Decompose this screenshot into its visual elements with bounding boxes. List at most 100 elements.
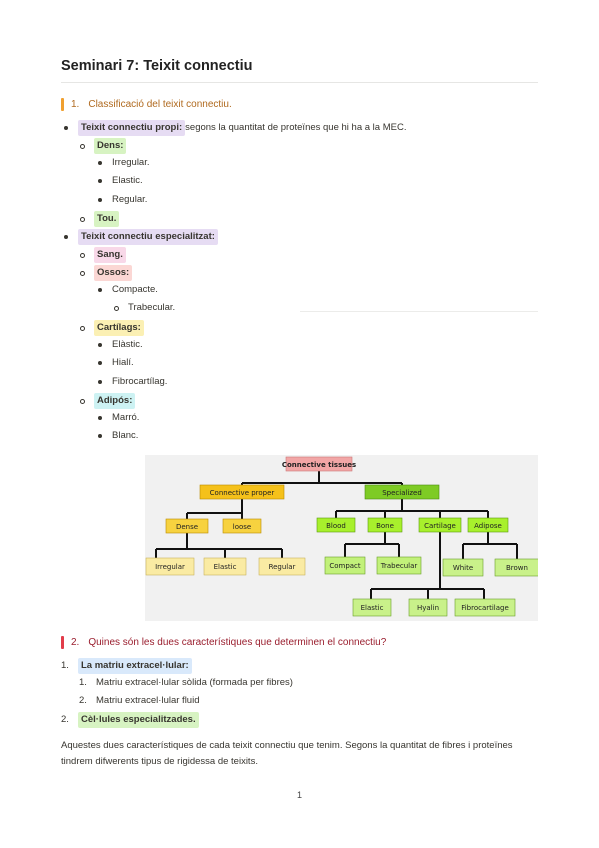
diagram-label-compact: Compact [329, 562, 361, 570]
diagram-node-white [442, 558, 484, 577]
diagram-node-proper [199, 484, 285, 500]
item-text: Irregular. [112, 157, 150, 168]
item-text: Elastic. [112, 175, 143, 186]
diagram-label-regular: Regular [269, 563, 296, 571]
diagram-node-cartilage [418, 517, 462, 533]
item-number: 2. [61, 714, 69, 725]
diagram-node-dense [165, 518, 209, 534]
bullet-icon [98, 343, 102, 347]
diagram-label-fibrocartilage: Fibrocartilage [461, 604, 509, 612]
diagram-node-brown [494, 558, 538, 577]
highlight-term: La matriu extracel·lular: [78, 658, 192, 674]
list-item: Sang. [80, 247, 126, 263]
list-item: Hialí. [98, 356, 134, 370]
item-text: Regular. [112, 194, 148, 205]
highlight-term: Dens: [94, 138, 127, 154]
heading-number: 1. [71, 99, 80, 110]
diagram-label-cartilage-elastic: Elastic [361, 604, 384, 612]
bullet-icon [98, 161, 102, 165]
bullet-icon [98, 361, 102, 365]
diagram-node-elastic [203, 557, 247, 576]
diagram-node-regular [258, 557, 306, 576]
bullet-icon [98, 434, 102, 438]
diagram-svg: Connective tissues Connective proper Spe… [145, 456, 538, 617]
bullet-icon [64, 235, 68, 239]
list-item: Irregular. [98, 156, 150, 170]
bullet-icon [98, 179, 102, 183]
diagram-node-trabecular [376, 556, 422, 575]
ordered-subitem: 2. Matriu extracel·lular fluid [79, 694, 199, 708]
highlight-term: Teixit connectiu especialitzat: [78, 229, 218, 245]
circle-bullet-icon [80, 143, 85, 149]
list-item: Dens: [80, 138, 127, 154]
diagram-node-bone [367, 517, 403, 533]
list-item: Elastic. [98, 174, 143, 188]
list-item: Teixit connectiu propi: segons la quanti… [64, 120, 406, 136]
section-heading-2: 2. Quines són les dues característiques … [61, 636, 386, 649]
diagram-label-white: White [453, 564, 473, 572]
item-text: Marró. [112, 412, 140, 423]
page-title: Seminari 7: Teixit connectiu [61, 58, 253, 74]
circle-bullet-icon [114, 305, 119, 311]
ordered-item: 2. Cèl·lules especialitzades. [61, 712, 199, 728]
list-item: Trabecular. [114, 301, 175, 315]
diagram-label-cartilage: Cartilage [424, 522, 456, 530]
connective-tissue-diagram: Connective tissues Connective proper Spe… [145, 455, 538, 621]
item-number: 2. [79, 695, 87, 706]
highlight-term: Ossos: [94, 265, 133, 281]
circle-bullet-icon [80, 216, 85, 222]
list-item: Adipós: [80, 393, 136, 409]
diagram-node-loose [222, 518, 262, 534]
heading-accent-bar [61, 98, 64, 111]
heading-label: Quines són les dues característiques que… [88, 637, 387, 648]
highlight-term: Sang. [94, 247, 126, 263]
circle-bullet-icon [80, 398, 85, 404]
bullet-icon [98, 198, 102, 202]
ordered-subitem: 1. Matriu extracel·lular sòlida (formada… [79, 676, 293, 690]
diagram-node-irregular [145, 557, 195, 576]
circle-bullet-icon [80, 252, 85, 258]
item-number: 1. [79, 677, 87, 688]
list-item: Cartílags: [80, 320, 144, 336]
circle-bullet-icon [80, 270, 85, 276]
item-text: Elàstic. [112, 339, 143, 350]
bullet-icon [98, 416, 102, 420]
diagram-label-proper: Connective proper [210, 489, 275, 497]
diagram-node-hyalin [408, 598, 448, 617]
highlight-term: Cèl·lules especialitzades. [78, 712, 199, 728]
diagram-label-specialized: Specialized [382, 489, 422, 497]
item-text: Blanc. [112, 430, 139, 441]
diagram-label-hyalin: Hyalin [417, 604, 439, 612]
item-text: segons la quantitat de proteïnes que hi … [185, 122, 407, 133]
diagram-connectors [155, 471, 518, 599]
diagram-label-adipose: Adipose [474, 522, 502, 530]
heading-number: 2. [71, 637, 80, 648]
section-heading-1: 1. Classificació del teixit connectiu. [61, 98, 232, 111]
bullet-icon [98, 288, 102, 292]
diagram-node-root [285, 456, 353, 472]
ordered-item: 1. La matriu extracel·lular: [61, 658, 192, 674]
list-item: Ossos: [80, 265, 133, 281]
diagram-label-trabecular: Trabecular [380, 562, 418, 570]
list-item: Regular. [98, 193, 147, 207]
diagram-label-blood: Blood [326, 522, 346, 530]
item-text: Trabecular. [128, 302, 176, 313]
bullet-icon [64, 126, 68, 130]
item-number: 1. [61, 660, 69, 671]
title-divider [61, 82, 538, 83]
diagram-node-compact [324, 556, 366, 575]
diagram-label-brown: Brown [506, 564, 528, 572]
list-item: Elàstic. [98, 338, 143, 352]
body-paragraph: Aquestes dues característiques de cada t… [61, 740, 513, 767]
item-text: Matriu extracel·lular sòlida (formada pe… [96, 677, 293, 688]
list-item: Blanc. [98, 429, 138, 443]
page-number: 1 [296, 790, 302, 800]
highlight-term: Cartílags: [94, 320, 144, 336]
diagram-label-dense: Dense [176, 523, 198, 531]
divider [300, 311, 538, 312]
list-item: Tou. [80, 211, 120, 227]
highlight-term: Tou. [94, 211, 120, 227]
highlight-term: Teixit connectiu propi: [78, 120, 186, 136]
diagram-label-root: Connective tissues [282, 461, 356, 469]
